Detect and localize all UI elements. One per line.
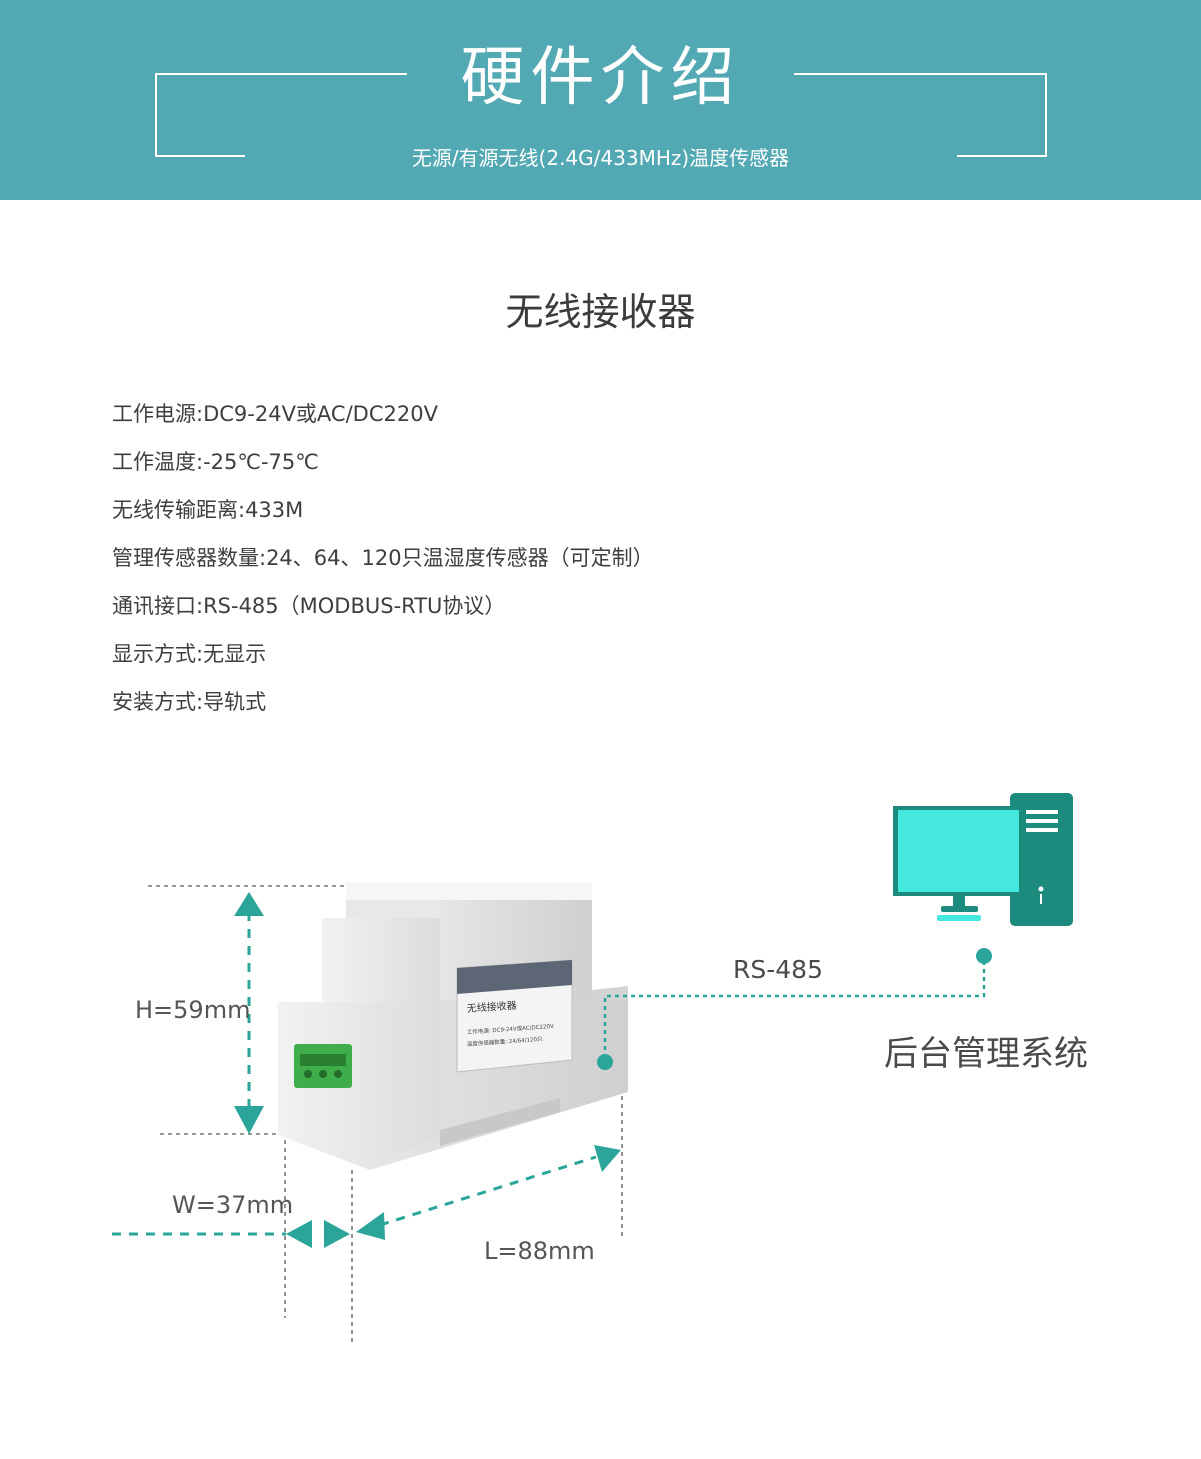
frame-line-top-left xyxy=(155,73,407,75)
spec-power: 工作电源:DC9-24V或AC/DC220V xyxy=(112,402,438,426)
spec-list: 工作电源:DC9-24V或AC/DC220V 工作温度:-25℃-75℃ 无线传… xyxy=(112,396,654,732)
terminal-screw xyxy=(319,1070,327,1078)
monitor-neck xyxy=(953,896,965,906)
arrow-icon xyxy=(594,1145,621,1172)
section-title: 无线接收器 xyxy=(505,290,696,334)
page-subtitle: 无源/有源无线(2.4G/433MHz)温度传感器 xyxy=(411,146,790,170)
width-label: W=37mm xyxy=(172,1191,294,1219)
monitor-base xyxy=(937,915,981,921)
arrow-heads xyxy=(234,892,621,1248)
length-label: L=88mm xyxy=(484,1237,595,1265)
terminal-slot xyxy=(300,1054,346,1066)
length-arrow-shaft xyxy=(379,1155,597,1227)
computer-icon xyxy=(893,793,1073,926)
arrow-icon xyxy=(324,1220,350,1248)
spec-sensor-count: 管理传感器数量:24、64、120只温湿度传感器（可定制） xyxy=(112,546,654,570)
device-mid-step xyxy=(322,918,440,1016)
height-label: H=59mm xyxy=(135,996,251,1024)
dimension-arrows xyxy=(112,912,597,1236)
header-banner: 硬件介绍 无源/有源无线(2.4G/433MHz)温度传感器 xyxy=(0,0,1201,200)
terminal-screw xyxy=(304,1070,312,1078)
rs485-link xyxy=(597,948,992,1070)
tower-power-bar xyxy=(1040,894,1042,904)
frame-line-left xyxy=(155,73,157,157)
tower-power-led xyxy=(1038,886,1044,892)
tower-icon xyxy=(1010,793,1073,926)
device-top-face xyxy=(346,882,592,900)
spec-display: 显示方式:无显示 xyxy=(112,642,267,666)
frame-line-bottom-right xyxy=(957,155,1047,157)
page-title: 硬件介绍 xyxy=(460,41,741,115)
monitor-stand xyxy=(941,906,978,912)
link-dot-computer xyxy=(976,948,992,964)
link-dot-device xyxy=(597,1054,613,1070)
spec-wireless-distance: 无线传输距离:433M xyxy=(112,498,304,522)
device-plate-title: 无线接收器 xyxy=(466,999,517,1015)
monitor-screen xyxy=(898,810,1019,892)
tower-bay xyxy=(1026,810,1058,814)
device-base-rail xyxy=(440,1098,560,1146)
frame-line-top-right xyxy=(794,73,1047,75)
reference-lines xyxy=(148,885,623,1342)
arrow-icon xyxy=(234,1106,264,1134)
rs485-dotted-line xyxy=(603,962,986,1058)
frame-line-bottom-left xyxy=(155,155,245,157)
spec-mounting: 安装方式:导轨式 xyxy=(112,690,267,714)
terminal-screw xyxy=(334,1070,342,1078)
arrow-icon xyxy=(234,892,264,916)
spec-interface: 通讯接口:RS-485（MODBUS-RTU协议） xyxy=(112,594,506,618)
backend-system-label: 后台管理系统 xyxy=(884,1034,1088,1074)
tower-bay xyxy=(1026,819,1058,823)
device-plate-band xyxy=(457,960,572,994)
arrow-icon xyxy=(356,1212,385,1240)
tower-bay xyxy=(1026,828,1058,832)
frame-line-right xyxy=(1045,73,1047,157)
spec-temperature: 工作温度:-25℃-75℃ xyxy=(112,450,319,474)
receiver-device: 无线接收器 工作电源: DC9-24V或AC/DC220V 温度传感器数量: 2… xyxy=(278,882,628,1170)
arrow-icon xyxy=(286,1220,312,1248)
rs485-label: RS-485 xyxy=(733,955,823,984)
